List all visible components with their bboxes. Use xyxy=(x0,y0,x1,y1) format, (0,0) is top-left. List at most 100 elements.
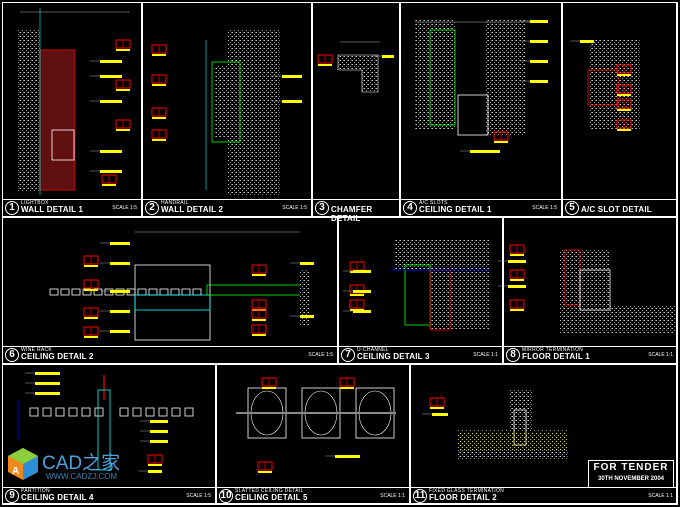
drawing-outline xyxy=(148,288,158,296)
tag-underline xyxy=(252,334,266,336)
detail-subtitle: LIGHTBOX xyxy=(21,200,49,206)
title-block: 2 HANDRAIL WALL DETAIL 2 SCALE 1:5 xyxy=(143,199,311,216)
tag-underline xyxy=(152,117,166,119)
drawing-outline xyxy=(68,407,78,417)
title-block: 5 A/C SLOT DETAIL xyxy=(563,199,677,216)
detail-subtitle: FIXED GLASS TERMINATION xyxy=(429,488,505,494)
drawing-outline xyxy=(170,288,180,296)
drawing-outline xyxy=(429,29,456,126)
tag-underline xyxy=(617,74,631,76)
label-leader xyxy=(150,440,168,443)
drawing-outline xyxy=(137,288,147,296)
detail-title: CEILING DETAIL 3 xyxy=(357,352,430,361)
detail-panel-10: 10 SLATTED CEILING DETAIL CEILING DETAIL… xyxy=(216,364,410,505)
detail-scale: SCALE 1:5 xyxy=(282,205,307,211)
drawing-outline xyxy=(60,288,70,296)
drawing-outline xyxy=(81,407,91,417)
drawing-outline xyxy=(587,69,619,106)
tag-underline xyxy=(340,387,354,389)
drawing-outline xyxy=(184,407,194,417)
drawing-outline xyxy=(211,61,241,143)
tag-underline xyxy=(84,265,98,267)
drawing-outline xyxy=(29,407,39,417)
detail-panel-6: 6 WINE RACK CEILING DETAIL 2 SCALE 1:5 xyxy=(2,217,338,364)
label-leader xyxy=(35,372,60,375)
detail-scale: SCALE 1:1 xyxy=(473,352,498,358)
tag-underline xyxy=(510,254,524,256)
label-leader xyxy=(100,100,122,103)
title-block: 9 PARTITION CEILING DETAIL 4 SCALE 1:5 xyxy=(3,487,215,504)
stamp-date: 30TH NOVEMBER 2004 xyxy=(597,476,665,482)
label-leader xyxy=(530,60,548,63)
drawing-outline xyxy=(55,407,65,417)
drawing-outline xyxy=(119,407,129,417)
label-leader xyxy=(508,260,526,263)
detail-title: WALL DETAIL 2 xyxy=(161,205,224,214)
tag-underline xyxy=(102,184,116,186)
tag-underline xyxy=(116,49,130,51)
tag-underline xyxy=(84,317,98,319)
detail-number: 2 xyxy=(145,201,159,215)
detail-number: 11 xyxy=(413,489,427,503)
label-leader xyxy=(300,315,314,318)
detail-panel-7: 7 U-CHANNEL CEILING DETAIL 3 SCALE 1:1 xyxy=(338,217,503,364)
label-leader xyxy=(353,290,371,293)
watermark-url: WWW.CADZJ.COM xyxy=(46,472,118,481)
stamp-title: FOR TENDER xyxy=(593,462,669,473)
label-leader xyxy=(353,270,371,273)
hatch-region xyxy=(300,270,310,325)
label-leader xyxy=(530,40,548,43)
tag-underline xyxy=(510,279,524,281)
detail-title: FLOOR DETAIL 1 xyxy=(522,352,590,361)
drawing-outline xyxy=(49,288,59,296)
detail-number: 10 xyxy=(219,489,233,503)
detail-panel-3: 3 CHAMFER DETAIL xyxy=(312,2,400,223)
detail-title: WALL DETAIL 1 xyxy=(21,205,84,214)
detail-subtitle: MIRROR TERMINATION xyxy=(522,347,584,353)
label-leader xyxy=(148,470,162,473)
label-leader xyxy=(35,392,60,395)
label-leader xyxy=(100,150,122,153)
label-leader xyxy=(282,100,302,103)
label-leader xyxy=(110,242,130,245)
tag-underline xyxy=(494,141,508,143)
title-block: 1 LIGHTBOX WALL DETAIL 1 SCALE 1:5 xyxy=(3,199,141,216)
hatch-region xyxy=(560,305,675,333)
detail-scale: SCALE 1:5 xyxy=(112,205,137,211)
drawing-outline xyxy=(51,129,75,161)
watermark-logo: A CAD之家 WWW.CADZJ.COM xyxy=(6,446,146,486)
detail-subtitle: HANDRAIL xyxy=(161,200,189,206)
title-block: 8 MIRROR TERMINATION FLOOR DETAIL 1 SCAL… xyxy=(504,346,677,363)
tag-underline xyxy=(350,294,364,296)
title-block: 7 U-CHANNEL CEILING DETAIL 3 SCALE 1:1 xyxy=(339,346,502,363)
tag-underline xyxy=(152,139,166,141)
detail-title: A/C SLOT DETAIL xyxy=(581,205,652,214)
drawing-outline xyxy=(134,264,211,341)
tag-underline xyxy=(152,84,166,86)
label-leader xyxy=(300,262,314,265)
tag-underline xyxy=(262,387,276,389)
hatch-region xyxy=(560,250,610,305)
detail-subtitle: U-CHANNEL xyxy=(357,347,389,353)
label-leader xyxy=(282,75,302,78)
title-block: 3 CHAMFER DETAIL xyxy=(313,199,399,223)
detail-title: CEILING DETAIL 2 xyxy=(21,352,94,361)
lightbox-body xyxy=(40,50,75,190)
tag-underline xyxy=(116,129,130,131)
drawing-outline xyxy=(97,389,111,471)
label-leader xyxy=(530,80,548,83)
label-leader xyxy=(110,290,130,293)
tag-underline xyxy=(510,309,524,311)
drawing-outline xyxy=(206,284,308,296)
detail-scale: SCALE 1:1 xyxy=(380,493,405,499)
tag-underline xyxy=(258,471,272,473)
tag-underline xyxy=(617,129,631,131)
drawing-outline xyxy=(158,407,168,417)
label-leader xyxy=(100,75,122,78)
tag-underline xyxy=(148,464,162,466)
label-leader xyxy=(110,330,130,333)
tag-underline xyxy=(152,54,166,56)
tag-underline xyxy=(84,336,98,338)
detail-scale: SCALE 1:1 xyxy=(648,352,673,358)
